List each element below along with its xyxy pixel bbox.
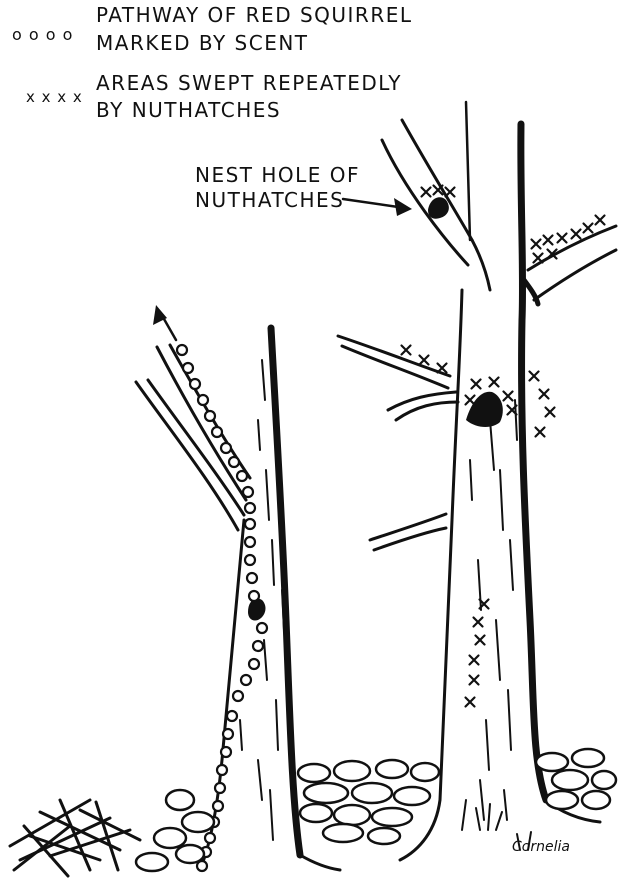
sweep-mark — [534, 254, 543, 263]
scent-mark — [245, 555, 255, 565]
legend-crosses-label-line1: AREAS SWEPT REPEATEDLY — [96, 71, 402, 95]
scent-mark — [223, 729, 233, 739]
left-tree-hole — [248, 599, 265, 621]
scent-mark — [217, 765, 227, 775]
sweep-mark — [476, 636, 485, 645]
sweep-mark — [490, 378, 499, 387]
sweep-mark — [596, 216, 605, 225]
scent-mark — [241, 675, 251, 685]
sweep-mark — [438, 364, 447, 373]
sweep-mark — [472, 380, 481, 389]
sweep-mark — [466, 698, 475, 707]
scent-mark — [253, 641, 263, 651]
legend-crosses-label-line2: BY NUTHATCHES — [96, 98, 281, 122]
legend-crosses-symbol: x x x x — [26, 88, 83, 106]
scent-mark — [198, 395, 208, 405]
scent-mark — [237, 471, 247, 481]
scent-mark — [221, 747, 231, 757]
artist-signature: Cornelia — [512, 839, 570, 855]
callout-label-line2: NUTHATCHES — [195, 188, 344, 212]
scent-mark — [221, 443, 231, 453]
scent-mark — [212, 427, 222, 437]
nest-hole — [428, 197, 449, 218]
sweep-mark — [402, 346, 411, 355]
right-tree-trunk — [521, 124, 546, 800]
scent-mark — [183, 363, 193, 373]
sweep-mark — [584, 224, 593, 233]
scent-mark — [249, 591, 259, 601]
scent-mark — [247, 573, 257, 583]
scent-mark — [245, 537, 255, 547]
scent-mark — [249, 659, 259, 669]
scent-mark — [229, 457, 239, 467]
sweep-mark — [536, 428, 545, 437]
sweep-mark — [422, 188, 431, 197]
sweep-mark — [558, 234, 567, 243]
sweep-mark — [504, 392, 513, 401]
scent-mark — [233, 691, 243, 701]
sweep-mark — [546, 408, 555, 417]
legend-circles-label-line2: MARKED BY SCENT — [96, 31, 309, 55]
scent-mark — [245, 503, 255, 513]
sweep-mark — [420, 356, 429, 365]
sweep-mark — [540, 390, 549, 399]
legend-circles-symbol: o o o o — [12, 25, 73, 44]
sweep-mark — [530, 372, 539, 381]
scent-mark — [190, 379, 200, 389]
sweep-mark — [470, 676, 479, 685]
legend: o o o o PATHWAY OF RED SQUIRREL MARKED B… — [12, 3, 413, 122]
sweep-mark — [572, 230, 581, 239]
callout-arrowhead — [394, 198, 412, 216]
callout-label-line1: NEST HOLE OF — [195, 163, 360, 187]
scent-mark — [205, 411, 215, 421]
scent-mark — [177, 345, 187, 355]
scent-mark — [257, 623, 267, 633]
scent-mark — [243, 487, 253, 497]
sweep-mark — [466, 396, 475, 405]
right-tree — [338, 102, 616, 860]
nuthatch-swept-areas — [402, 186, 605, 707]
scent-mark — [245, 519, 255, 529]
nest-hole-callout: NEST HOLE OF NUTHATCHES — [195, 163, 412, 216]
scent-mark — [213, 801, 223, 811]
sweep-mark — [470, 656, 479, 665]
legend-circles-label-line1: PATHWAY OF RED SQUIRREL — [96, 3, 413, 27]
scent-mark — [227, 711, 237, 721]
sweep-mark — [446, 188, 455, 197]
scent-mark — [205, 833, 215, 843]
sweep-mark — [474, 618, 483, 627]
sweep-mark — [544, 236, 553, 245]
scent-mark — [215, 783, 225, 793]
sweep-mark — [532, 240, 541, 249]
brush-pile — [10, 800, 140, 876]
